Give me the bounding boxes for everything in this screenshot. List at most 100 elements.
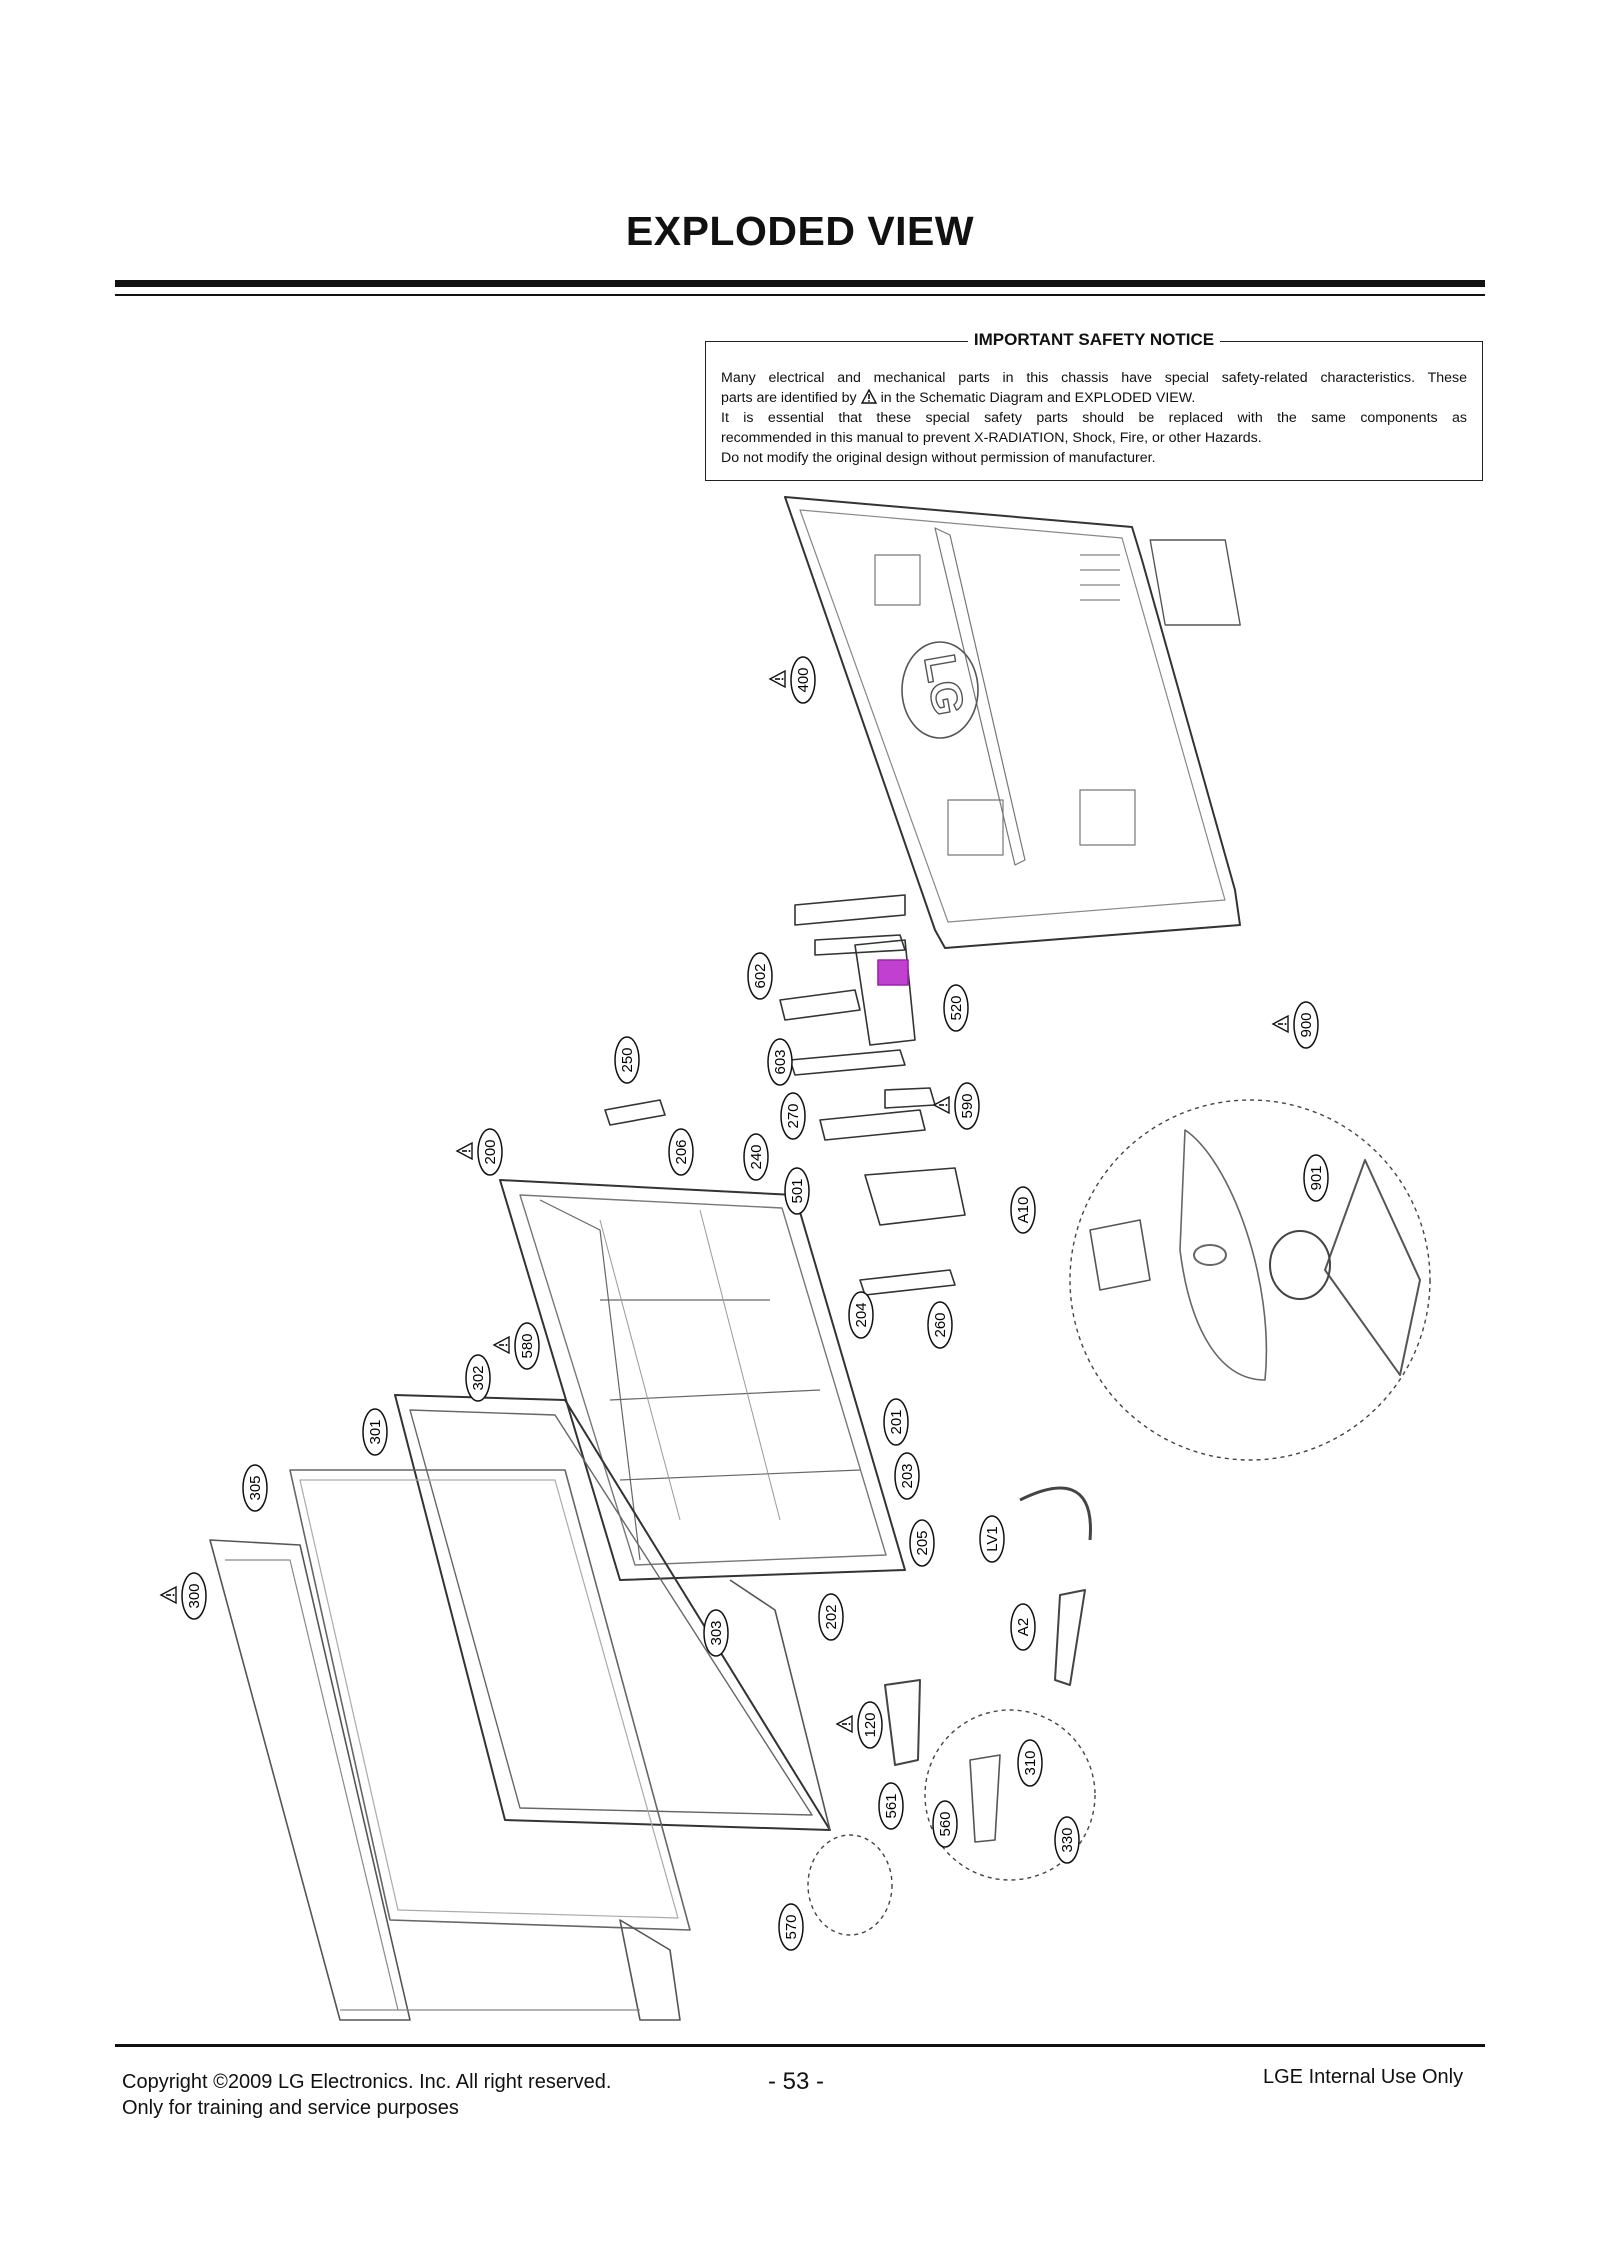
- callout-305: 305: [242, 1464, 268, 1512]
- warning-triangle-icon: [1271, 1014, 1289, 1034]
- callout-LV1: LV1: [979, 1515, 1005, 1563]
- callout-bubble: [1293, 1001, 1319, 1049]
- callout-204: 204: [848, 1291, 874, 1339]
- back-cover-drawing: LG: [784, 496, 1241, 949]
- title-rule-thin: [115, 294, 1485, 296]
- callout-bubble: [848, 1291, 874, 1339]
- callout-bubble: [465, 1354, 491, 1402]
- callout-bubble: [927, 1301, 953, 1349]
- notice-line-1: Many electrical and mechanical parts in …: [721, 370, 1467, 386]
- warning-triangle-icon: [860, 388, 877, 410]
- callout-202: 202: [818, 1593, 844, 1641]
- svg-text:LG: LG: [914, 650, 973, 719]
- callout-901: 901: [1303, 1154, 1329, 1202]
- callout-number: 310: [1022, 1750, 1039, 1775]
- callout-number: 206: [673, 1139, 690, 1164]
- callout-number: 590: [959, 1093, 976, 1118]
- callout-number: 520: [948, 995, 965, 1020]
- warning-triangle-icon: [492, 1335, 510, 1355]
- callout-number: 201: [888, 1409, 905, 1434]
- callout-310: 310: [1017, 1739, 1043, 1787]
- callout-bubble: [181, 1572, 207, 1620]
- stand-assembly-drawing: [1069, 1099, 1431, 1461]
- callout-560: 560: [932, 1800, 958, 1848]
- callout-330: 330: [1054, 1816, 1080, 1864]
- callout-260: 260: [927, 1301, 953, 1349]
- notice-line-3: It is essential that these special safet…: [721, 410, 1467, 426]
- callout-number: 400: [795, 667, 812, 692]
- callout-number: LV1: [984, 1526, 1001, 1552]
- callout-A10: A10: [1010, 1186, 1036, 1234]
- callout-bubble: [784, 1167, 810, 1215]
- page-title: EXPLODED VIEW: [625, 208, 975, 254]
- callout-bubble: [818, 1593, 844, 1641]
- callout-302: 302: [465, 1354, 491, 1402]
- callout-bubble: [979, 1515, 1005, 1563]
- callout-number: 901: [1308, 1165, 1325, 1190]
- callout-bubble: [778, 1903, 804, 1951]
- callout-number: A10: [1015, 1197, 1032, 1224]
- callout-bubble: [954, 1082, 980, 1130]
- callout-number: 202: [823, 1604, 840, 1629]
- callout-bubble: [932, 1800, 958, 1848]
- notice-line-5: Do not modify the original design withou…: [721, 450, 1156, 466]
- callout-561: 561: [878, 1782, 904, 1830]
- callout-206: 206: [668, 1128, 694, 1176]
- callout-number: 302: [470, 1365, 487, 1390]
- safety-notice-heading: IMPORTANT SAFETY NOTICE: [706, 330, 1482, 350]
- safety-notice-box: IMPORTANT SAFETY NOTICE Many electrical …: [705, 330, 1483, 481]
- callout-number: 204: [853, 1302, 870, 1327]
- callout-520: 520: [943, 984, 969, 1032]
- callout-number: 900: [1298, 1012, 1315, 1037]
- callout-bubble: [767, 1038, 793, 1086]
- callout-501: 501: [784, 1167, 810, 1215]
- callout-number: 250: [619, 1047, 636, 1072]
- callout-bubble: [894, 1452, 920, 1500]
- callout-number: 561: [883, 1793, 900, 1818]
- callout-bubble: [703, 1609, 729, 1657]
- callout-number: 203: [899, 1463, 916, 1488]
- callout-number: 602: [752, 963, 769, 988]
- footer-classification: LGE Internal Use Only: [1263, 2066, 1464, 2088]
- warning-triangle-icon: [932, 1095, 950, 1115]
- callout-201: 201: [883, 1398, 909, 1446]
- callout-bubble: [747, 952, 773, 1000]
- callout-bubble: [857, 1701, 883, 1749]
- callout-number: 303: [708, 1620, 725, 1645]
- callout-bubble: [668, 1128, 694, 1176]
- callout-bubble: [909, 1519, 935, 1567]
- warning-triangle-icon: [835, 1714, 853, 1734]
- callout-number: 270: [785, 1103, 802, 1128]
- callout-number: 205: [914, 1530, 931, 1555]
- glass-sheet-drawing: [289, 1469, 691, 1931]
- main-board-drawing: [604, 894, 966, 1296]
- callout-number: 580: [519, 1333, 536, 1358]
- callout-120: 120: [835, 1701, 883, 1749]
- callout-A2: A2: [1010, 1603, 1036, 1651]
- callout-number: 501: [789, 1178, 806, 1203]
- misc-parts-drawing: [807, 1486, 1096, 1936]
- callout-301: 301: [362, 1408, 388, 1456]
- callout-240: 240: [743, 1133, 769, 1181]
- notice-line-4: recommended in this manual to prevent X-…: [721, 430, 1262, 446]
- callout-580: 580: [492, 1322, 540, 1370]
- notice-line-2-start: parts are identified by: [721, 390, 857, 406]
- callout-bubble: [614, 1036, 640, 1084]
- callout-bubble: [514, 1322, 540, 1370]
- callout-number: 260: [932, 1312, 949, 1337]
- callout-300: 300: [159, 1572, 207, 1620]
- callout-bubble: [878, 1782, 904, 1830]
- callout-bubble: [1303, 1154, 1329, 1202]
- warning-triangle-icon: [159, 1585, 177, 1605]
- main-frame-drawing: [499, 1179, 906, 1581]
- callout-270: 270: [780, 1092, 806, 1140]
- warning-triangle-icon: [455, 1141, 473, 1161]
- callout-400: 400: [768, 656, 816, 704]
- callout-bubble: [1010, 1186, 1036, 1234]
- callout-250: 250: [614, 1036, 640, 1084]
- callout-bubble: [1017, 1739, 1043, 1787]
- callout-bubble: [943, 984, 969, 1032]
